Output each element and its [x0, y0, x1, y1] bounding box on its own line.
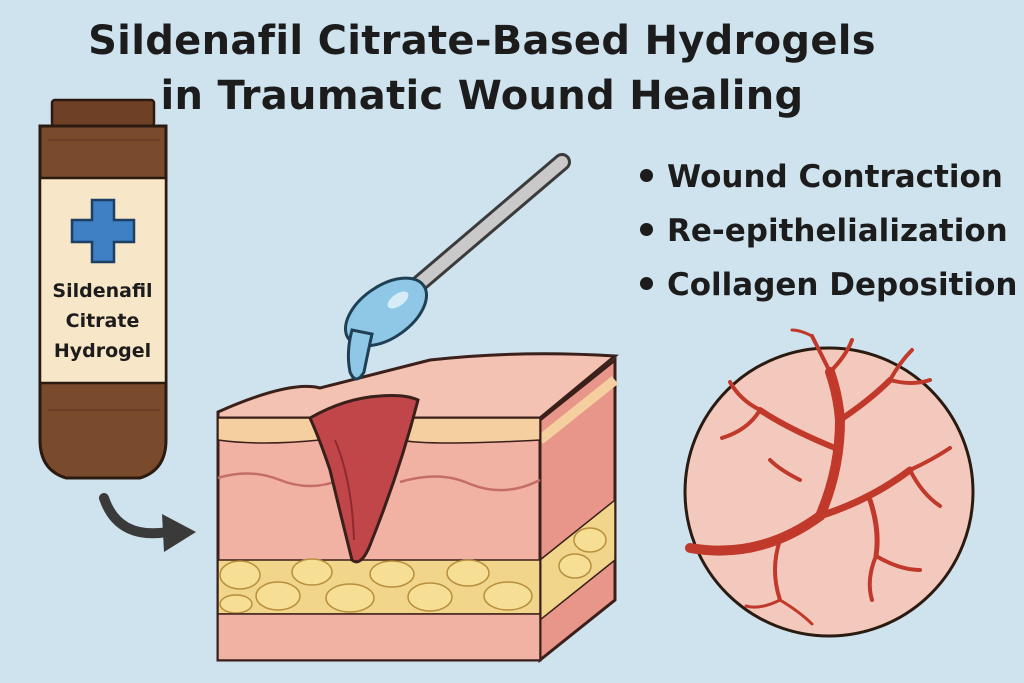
tube-label-line-1: Sildenafil — [52, 280, 153, 302]
angiogenesis-blood-vessels — [683, 328, 975, 638]
outcome-item: Re-epithelialization — [640, 204, 1017, 258]
outcomes-list: Wound Contraction Re-epithelialization C… — [640, 150, 1017, 312]
outcome-label: Wound Contraction — [667, 159, 1003, 195]
tube-label-line-2: Citrate — [65, 310, 140, 332]
skin-wound-cross-section — [216, 352, 619, 664]
title-line-1: Sildenafil Citrate-Based Hydrogels — [88, 18, 876, 64]
bullet-dot-icon — [640, 223, 653, 236]
title-line-2: in Traumatic Wound Healing — [160, 73, 804, 119]
outcome-label: Re-epithelialization — [667, 213, 1008, 249]
tube-label-line-3: Hydrogel — [53, 340, 152, 362]
bullet-dot-icon — [640, 277, 653, 290]
outcome-item: Wound Contraction — [640, 150, 1017, 204]
spatula-with-gel — [343, 153, 571, 381]
hydrogel-tube — [38, 98, 168, 480]
medical-cross-icon — [70, 198, 136, 264]
outcome-label: Collagen Deposition — [667, 267, 1018, 303]
curved-arrow-icon — [99, 493, 196, 552]
outcome-item: Collagen Deposition — [640, 258, 1017, 312]
bullet-dot-icon — [640, 169, 653, 182]
